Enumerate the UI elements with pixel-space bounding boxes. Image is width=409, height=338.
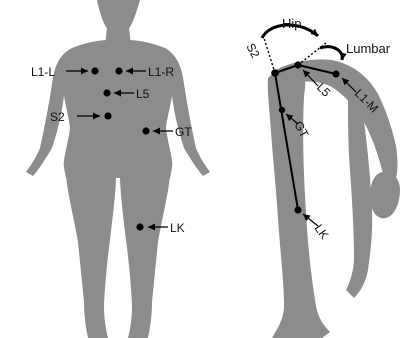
gt-marker (142, 127, 149, 134)
hip-label: Hip (282, 16, 302, 31)
l5-label: L5 (136, 87, 150, 101)
lk-label: LK (170, 221, 185, 235)
l1-m-marker (332, 70, 339, 77)
lk-marker (136, 223, 143, 230)
lk-side-marker (294, 206, 301, 213)
l1-right-label: L1-R (148, 65, 174, 79)
lumbar-angle-arc (320, 47, 342, 60)
l1-right-marker (115, 67, 122, 74)
vertical-reference-line (264, 38, 275, 73)
l1-left-label: L1-L (31, 65, 55, 79)
l1-left-marker (91, 67, 98, 74)
lumbar-label: Lumbar (346, 41, 391, 56)
s2-side-marker (271, 69, 279, 77)
gt-label: GT (175, 125, 192, 139)
front-body-silhouette (26, 0, 210, 338)
gt-side-marker (279, 107, 285, 113)
s2-front-marker (104, 112, 111, 119)
s2-side-label: S2 (243, 41, 262, 61)
l5-marker (103, 89, 110, 96)
angle-arcs (262, 25, 342, 60)
lk-side-label: LK (312, 222, 332, 242)
s2-front-label: S2 (50, 110, 65, 124)
l5-side-marker (294, 61, 301, 68)
side-body-silhouette (268, 59, 400, 338)
